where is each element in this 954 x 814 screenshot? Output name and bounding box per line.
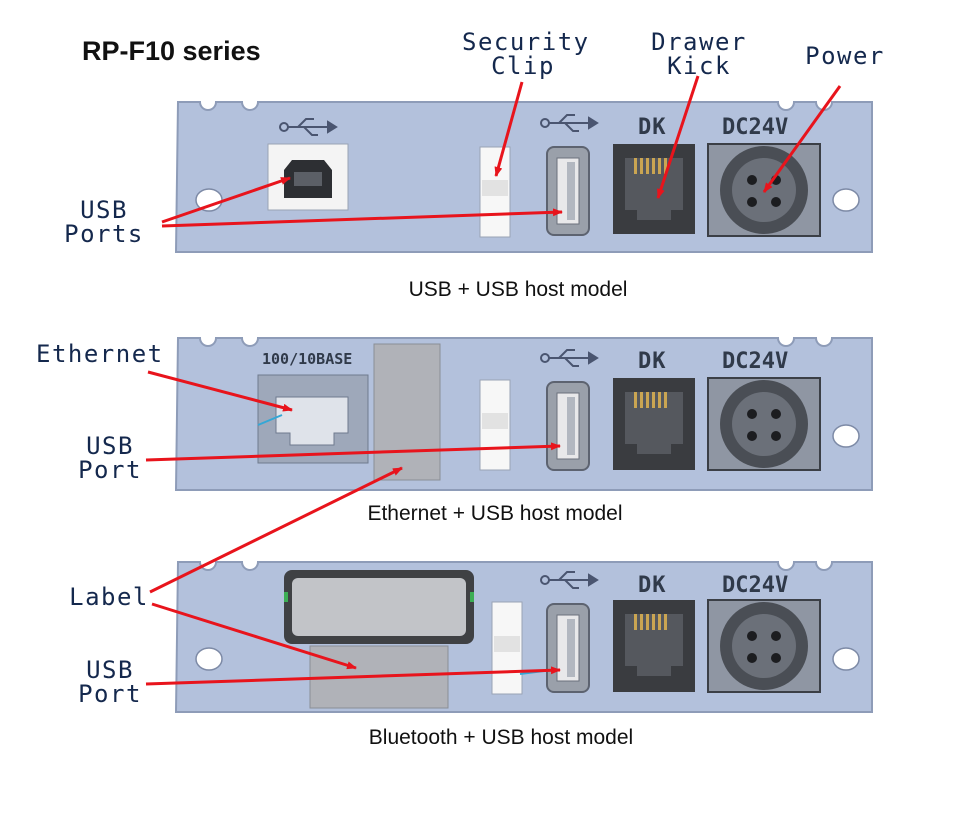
callout-ethernet: Ethernet	[36, 340, 164, 368]
dc24v-label: DC24V	[722, 115, 788, 140]
callout-security-clip: Security Clip	[462, 28, 590, 80]
dc24v-label: DC24V	[722, 349, 788, 374]
arrow-usb-port-3	[145, 666, 561, 686]
label-area	[373, 343, 441, 481]
diagram-title: RP-F10 series	[82, 36, 261, 66]
arrow-usb-a-1	[161, 208, 563, 228]
usb-b-port	[267, 143, 349, 211]
usb-symbol-icon	[540, 349, 599, 367]
usb-symbol-icon	[279, 118, 338, 136]
callout-power: Power	[805, 42, 885, 70]
dc24v-label: DC24V	[722, 573, 788, 598]
arrow-usb-port-2	[145, 442, 561, 462]
mounting-hole	[832, 647, 860, 671]
arrow-usb-b	[161, 176, 291, 224]
mounting-hole	[832, 188, 860, 212]
dk-port	[613, 144, 695, 234]
bluetooth-module	[284, 570, 474, 644]
base-label: 100/10BASE	[262, 350, 352, 368]
arrow-ethernet	[147, 370, 293, 412]
panel-ethernet-usb-host: 100/10BASE DK DC24V	[174, 337, 873, 491]
mounting-hole	[195, 647, 223, 671]
arrow-power	[762, 85, 842, 193]
usb-symbol-icon	[540, 571, 599, 589]
dk-port	[613, 600, 695, 692]
dk-label: DK	[638, 349, 667, 374]
caption-panel3: Bluetooth + USB host model	[368, 726, 634, 749]
panel-usb-usb-host: DK DC24V	[174, 101, 873, 253]
security-clip	[491, 601, 523, 695]
arrow-label-3	[151, 602, 357, 670]
arrow-label-2	[149, 466, 403, 594]
callout-arrows	[145, 75, 842, 686]
callout-usb-ports: USB Ports	[64, 196, 144, 248]
dk-label: DK	[638, 573, 667, 598]
security-clip	[479, 379, 511, 471]
arrow-security-clip	[494, 81, 524, 177]
ethernet-port	[257, 374, 369, 464]
arrow-drawer-kick	[656, 75, 700, 199]
usb-a-port	[546, 381, 590, 471]
power-port	[707, 377, 821, 471]
caption-panel2: Ethernet + USB host model	[367, 502, 623, 525]
callout-label: Label	[69, 583, 149, 611]
callout-usb-port-3: USB Port	[78, 656, 142, 708]
usb-a-port	[546, 146, 590, 236]
power-port	[707, 599, 821, 693]
callout-drawer-kick: Drawer Kick	[651, 28, 747, 80]
caption-panel1: USB + USB host model	[408, 278, 628, 301]
security-clip	[479, 146, 511, 238]
panel-bluetooth-usb-host: DK DC24V	[174, 561, 873, 713]
dk-port	[613, 378, 695, 470]
callout-usb-port-2: USB Port	[78, 432, 142, 484]
mounting-hole	[832, 424, 860, 448]
usb-symbol-icon	[540, 114, 599, 132]
dk-label: DK	[638, 115, 667, 140]
